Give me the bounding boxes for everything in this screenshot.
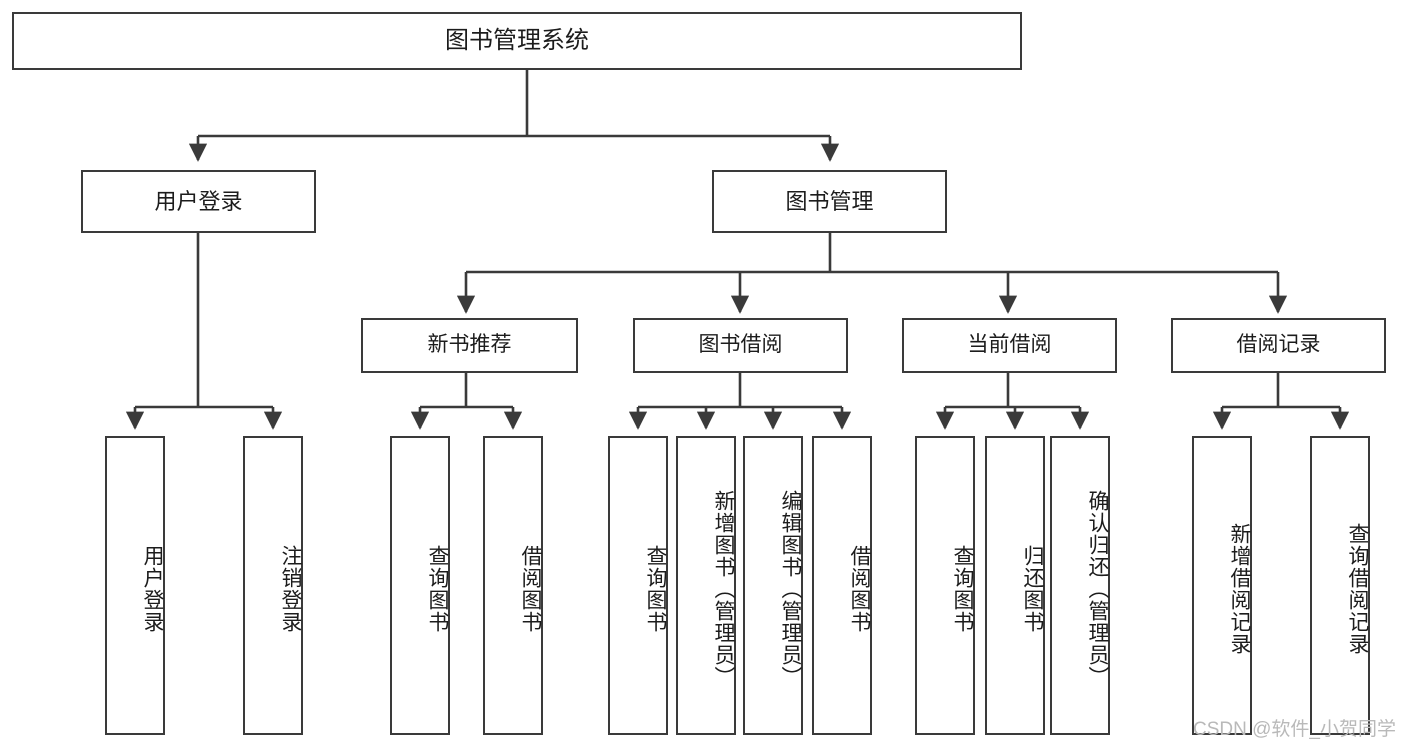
node-leaf-logout-login[interactable]: 注销登录	[243, 436, 303, 735]
csdn-watermark: CSDN @软件_小贺同学	[1193, 719, 1396, 740]
node-leaf-query-book-2[interactable]: 查询图书	[608, 436, 668, 735]
node-current-borrow-label: 当前借阅	[967, 333, 1052, 357]
node-leaf-query-book-3-label: 查询图书	[951, 544, 974, 633]
node-leaf-user-login[interactable]: 用户登录	[105, 436, 165, 735]
node-current-borrow[interactable]: 当前借阅	[902, 318, 1117, 373]
node-book-borrow-label: 图书借阅	[698, 333, 783, 357]
node-leaf-query-book-2-label: 查询图书	[644, 544, 667, 633]
node-leaf-borrow-book-1-label: 借阅图书	[519, 544, 542, 633]
node-book-management-label: 图书管理	[785, 188, 874, 214]
node-leaf-add-record-label: 新增借阅记录	[1228, 522, 1251, 655]
node-leaf-query-book-1-label: 查询图书	[426, 544, 449, 633]
node-new-book-recommend[interactable]: 新书推荐	[361, 318, 578, 373]
node-leaf-query-record[interactable]: 查询借阅记录	[1310, 436, 1370, 735]
node-leaf-return-book[interactable]: 归还图书	[985, 436, 1045, 735]
node-user-login-label: 用户登录	[154, 188, 243, 214]
node-leaf-confirm-return-label: 确认归还（管理员）	[1086, 489, 1109, 688]
node-new-book-recommend-label: 新书推荐	[427, 333, 512, 357]
node-borrow-record-label: 借阅记录	[1236, 333, 1321, 357]
node-leaf-edit-book-label: 编辑图书（管理员）	[779, 489, 802, 688]
node-leaf-confirm-return[interactable]: 确认归还（管理员）	[1050, 436, 1110, 735]
node-leaf-query-record-label: 查询借阅记录	[1346, 522, 1369, 655]
node-leaf-edit-book[interactable]: 编辑图书（管理员）	[743, 436, 803, 735]
node-leaf-return-book-label: 归还图书	[1021, 544, 1044, 633]
node-leaf-add-book-label: 新增图书（管理员）	[712, 489, 735, 688]
node-leaf-add-book[interactable]: 新增图书（管理员）	[676, 436, 736, 735]
node-book-management[interactable]: 图书管理	[712, 170, 947, 233]
node-root-label: 图书管理系统	[445, 26, 589, 54]
node-leaf-logout-login-label: 注销登录	[279, 544, 302, 633]
node-leaf-add-record[interactable]: 新增借阅记录	[1192, 436, 1252, 735]
node-leaf-user-login-label: 用户登录	[141, 544, 164, 633]
node-leaf-query-book-3[interactable]: 查询图书	[915, 436, 975, 735]
node-leaf-borrow-book-1[interactable]: 借阅图书	[483, 436, 543, 735]
node-root[interactable]: 图书管理系统	[12, 12, 1022, 70]
node-leaf-borrow-book-2-label: 借阅图书	[848, 544, 871, 633]
node-borrow-record[interactable]: 借阅记录	[1171, 318, 1386, 373]
node-user-login[interactable]: 用户登录	[81, 170, 316, 233]
node-leaf-borrow-book-2[interactable]: 借阅图书	[812, 436, 872, 735]
node-leaf-query-book-1[interactable]: 查询图书	[390, 436, 450, 735]
node-book-borrow[interactable]: 图书借阅	[633, 318, 848, 373]
